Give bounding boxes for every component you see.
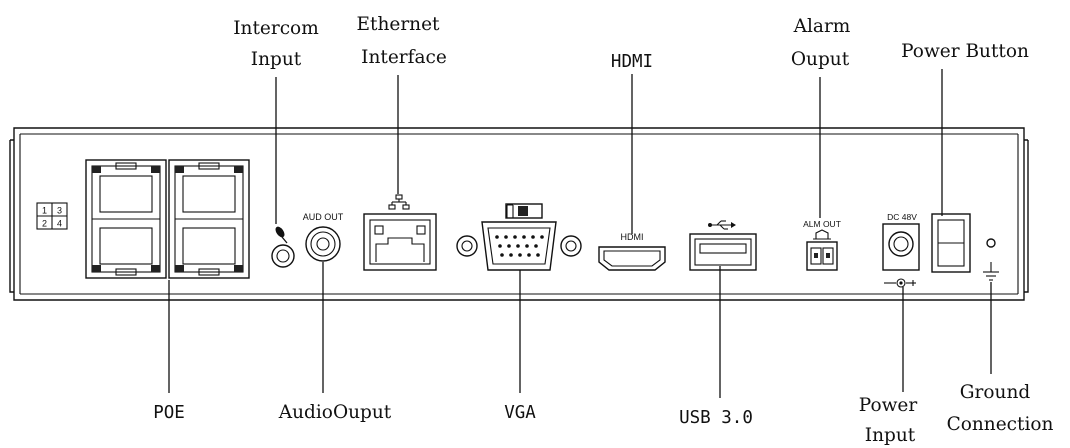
leader-lines	[168, 69, 992, 398]
callout-power-button: Power Button	[901, 41, 1029, 62]
callout-usb: USB 3.0	[679, 408, 753, 428]
poe-port-block-1[interactable]	[85, 159, 167, 279]
vga-port[interactable]	[456, 203, 582, 271]
callout-ground-line2: Connection	[947, 414, 1054, 435]
port-number-3: 3	[57, 206, 62, 216]
intercom-input-jack[interactable]	[271, 244, 295, 268]
microphone-icon	[275, 226, 288, 244]
callout-poe: POE	[153, 403, 185, 423]
callout-alarm-line2: Ouput	[791, 49, 850, 70]
chassis	[9, 127, 1029, 301]
port-number-4: 4	[57, 219, 62, 229]
audio-output-jack[interactable]	[305, 226, 341, 262]
alarm-icon	[813, 229, 831, 240]
callout-ground-line1: Ground	[960, 382, 1031, 403]
callout-hdmi: HDMI	[611, 52, 653, 72]
port-number-1: 1	[42, 206, 47, 216]
power-button[interactable]	[931, 213, 971, 273]
hdmi-panel-label: HDMI	[621, 232, 644, 242]
callout-intercom-line1: Intercom	[233, 18, 319, 39]
usb-icon	[708, 220, 736, 230]
callout-vga: VGA	[504, 403, 536, 423]
port-number-grid: 1 3 2 4	[36, 202, 68, 230]
callout-intercom-line2: Input	[251, 49, 302, 70]
polarity-symbol	[884, 278, 916, 288]
callout-ethernet-line1: Ethernet	[357, 14, 441, 35]
dc-power-input-jack[interactable]	[882, 223, 920, 271]
aud-out-panel-label: AUD OUT	[303, 212, 344, 222]
port-number-2: 2	[42, 219, 47, 229]
hdmi-port[interactable]	[598, 246, 666, 271]
usb-port[interactable]	[689, 233, 757, 271]
callout-alarm-line1: Alarm	[793, 16, 851, 37]
alarm-output-terminal[interactable]	[806, 241, 838, 271]
callout-ethernet-line2: Interface	[361, 47, 447, 68]
callout-power-input-line1: Power	[859, 395, 918, 416]
callout-power-input-line2: Input	[865, 425, 916, 446]
dc-panel-label: DC 48V	[887, 212, 917, 222]
callout-audio-output: AudioOuput	[278, 402, 392, 423]
ethernet-port[interactable]	[363, 213, 437, 271]
poe-port-block-2[interactable]	[168, 159, 250, 279]
ground-icon	[983, 238, 999, 281]
alm-out-panel-label: ALM OUT	[803, 219, 841, 229]
network-icon	[388, 194, 410, 210]
